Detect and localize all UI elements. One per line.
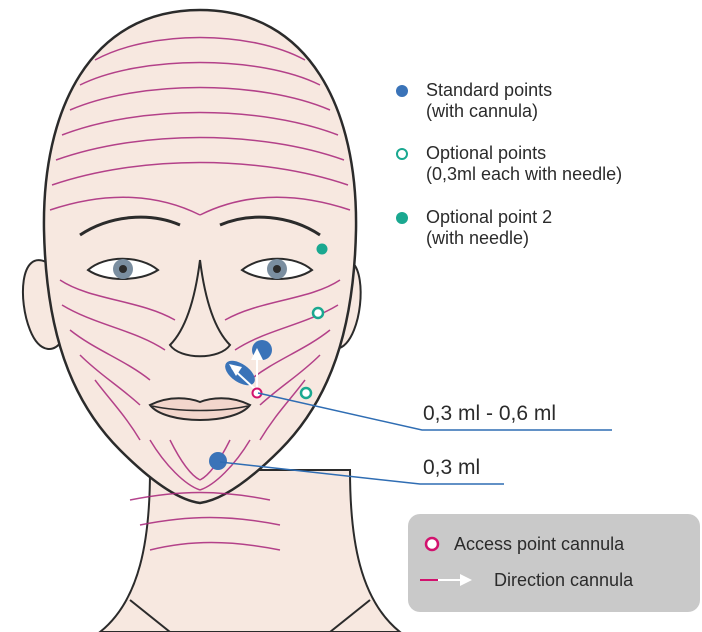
- direction-arrow-icon: [418, 570, 476, 590]
- legend-sublabel: (0,3ml each with needle): [426, 164, 622, 185]
- optional-point-marker: [313, 308, 323, 318]
- callout-upper-label: 0,3 ml - 0,6 ml: [423, 402, 556, 426]
- legend-sublabel: (with needle): [426, 228, 552, 249]
- head-outline: [44, 10, 356, 503]
- legend-label: Standard points: [426, 80, 552, 101]
- access-point-icon: [422, 534, 442, 554]
- callout-lower-label: 0,3 ml: [423, 456, 480, 480]
- key-direction-label: Direction cannula: [494, 570, 633, 591]
- filled-blue-dot-icon: [396, 85, 408, 97]
- filled-teal-dot-icon: [396, 212, 408, 224]
- legend-sublabel: (with cannula): [426, 101, 552, 122]
- hollow-teal-ring-icon: [396, 148, 408, 160]
- neck: [100, 470, 400, 632]
- optional-point-2-marker: [317, 244, 328, 255]
- key-access-point-label: Access point cannula: [454, 534, 624, 555]
- key-box: Access point cannula Direction cannula: [408, 514, 700, 612]
- optional-point-marker: [301, 388, 311, 398]
- standard-point-marker: [209, 452, 227, 470]
- legend-label: Optional point 2: [426, 207, 552, 228]
- legend-label: Optional points: [426, 143, 622, 164]
